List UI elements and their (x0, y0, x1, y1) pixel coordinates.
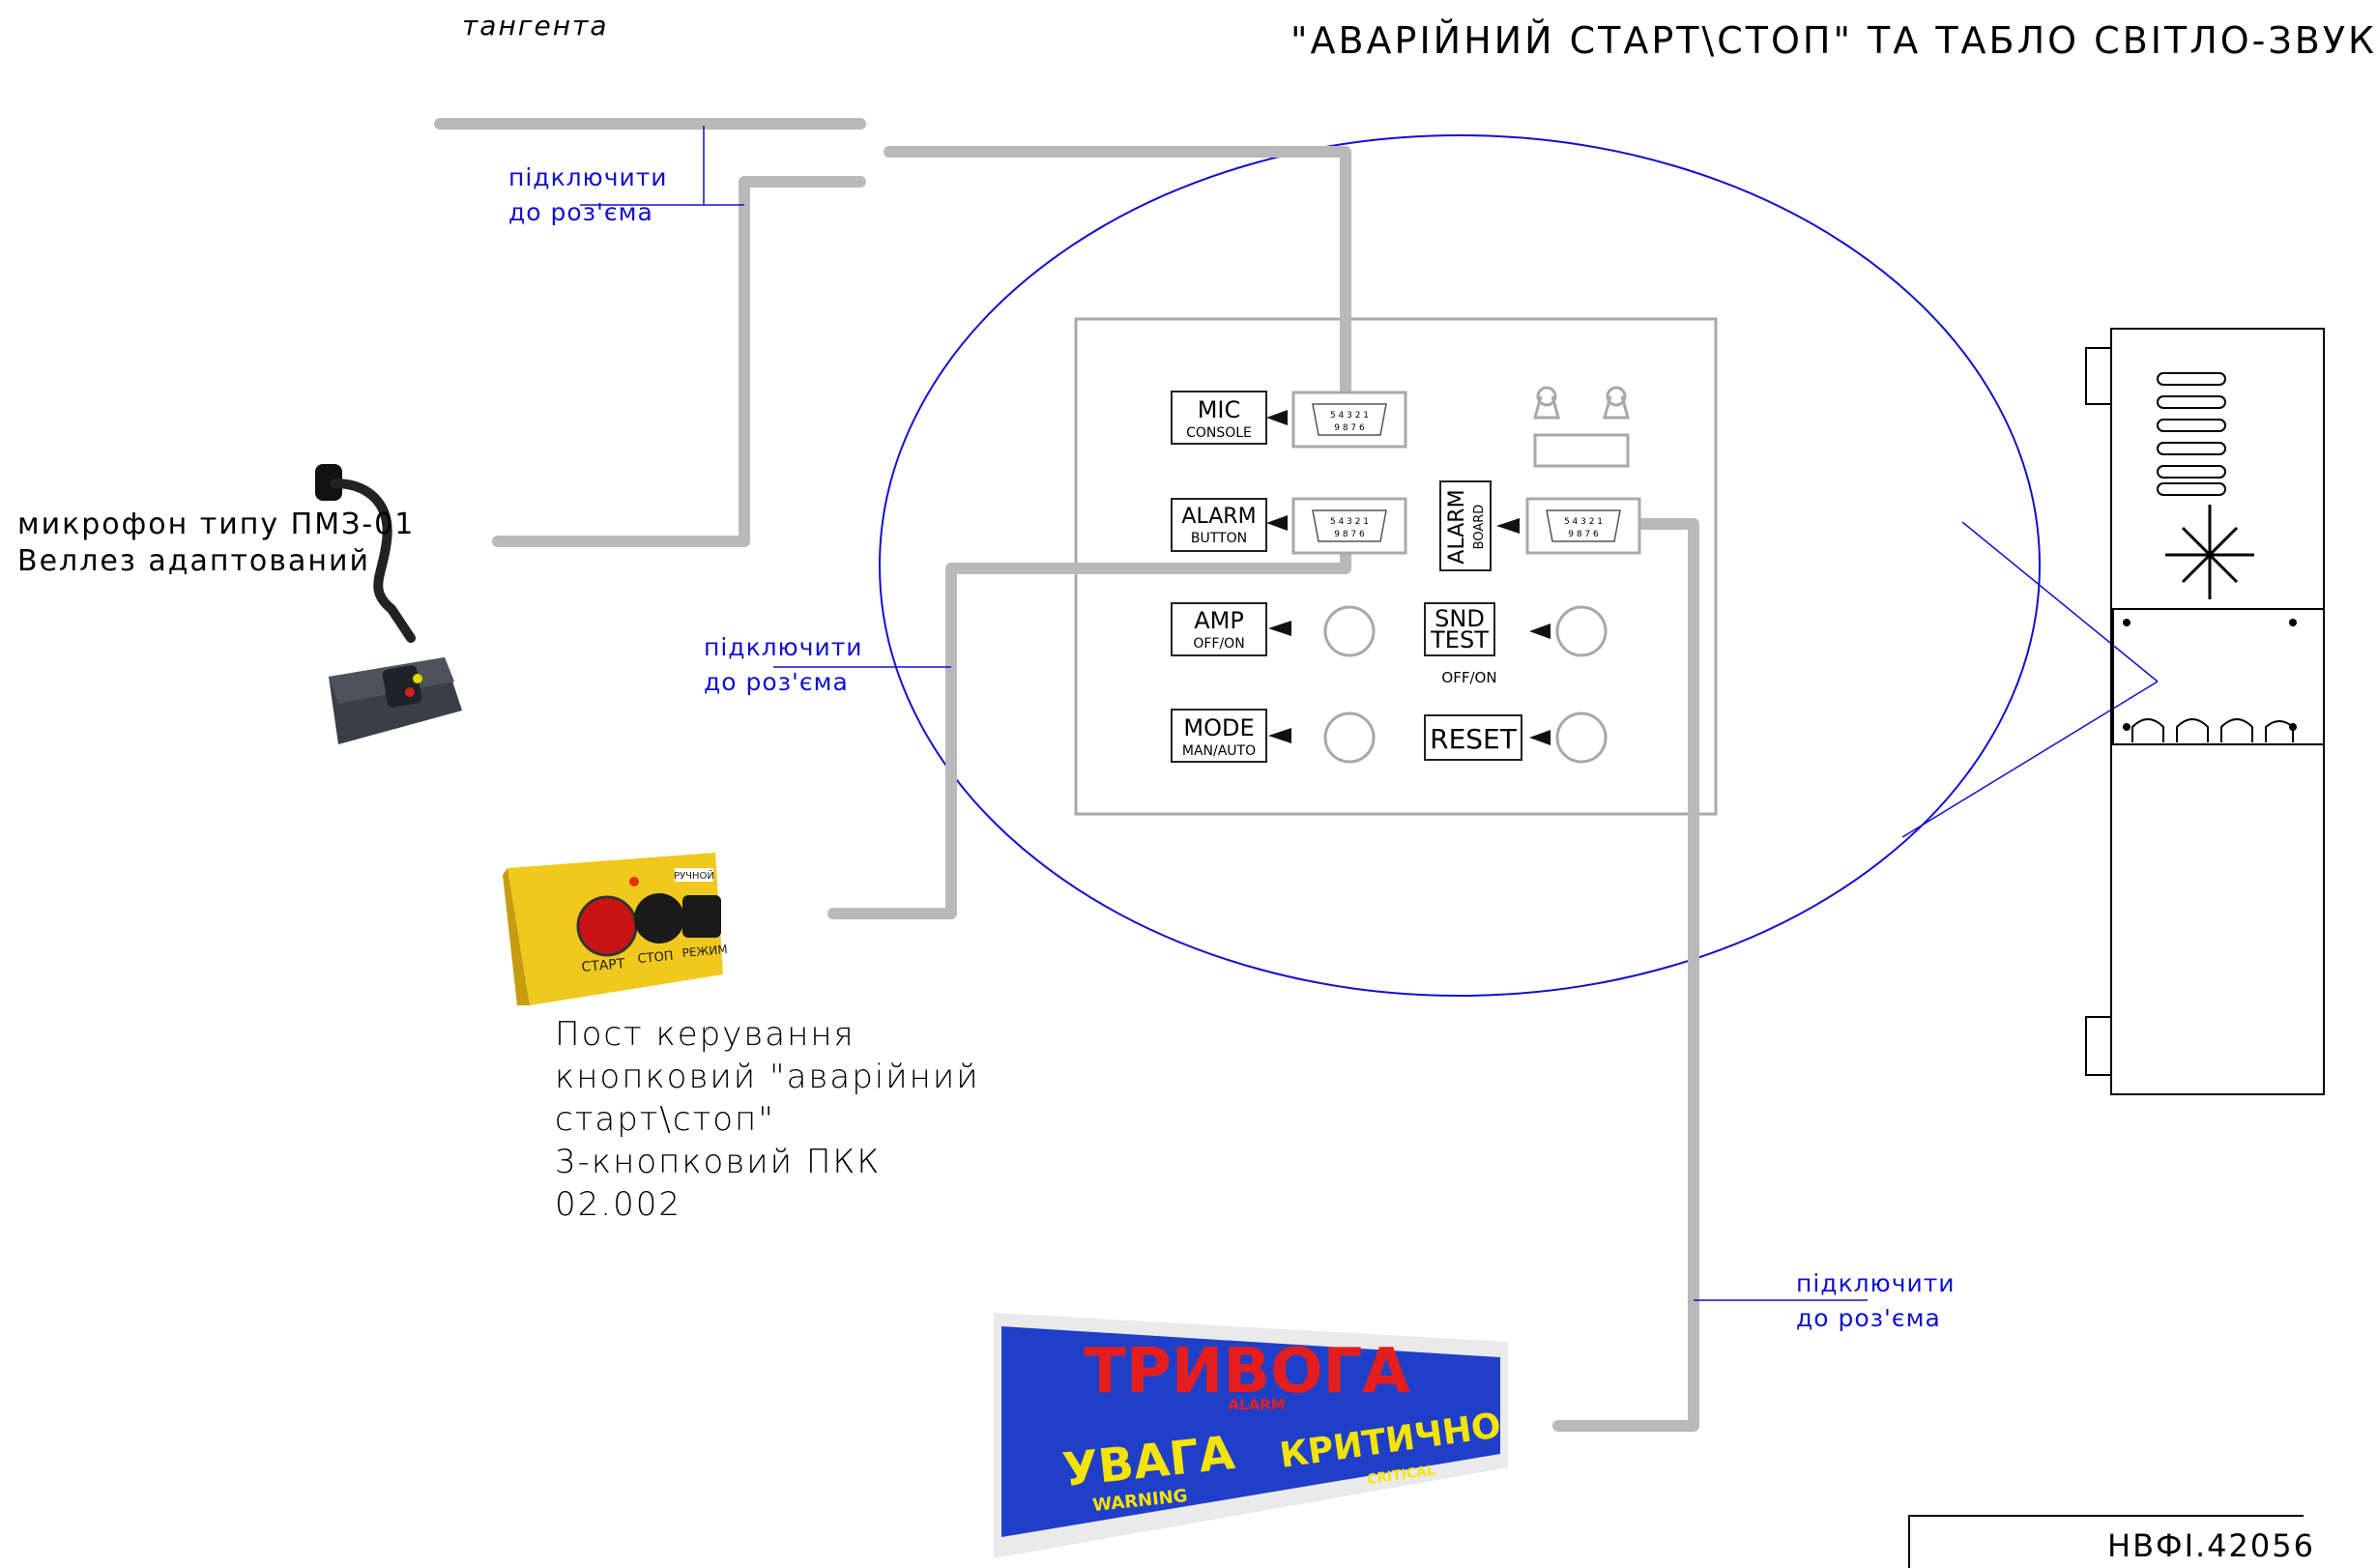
label-snd-test: SND TEST OFF/ON (1424, 602, 1551, 686)
db9-port-alarm-board: 5 4 3 2 1 9 8 7 6 (1525, 497, 1641, 555)
svg-text:TEST: TEST (1430, 626, 1489, 653)
cable-alarm-button (827, 526, 1351, 919)
svg-text:BUTTON: BUTTON (1191, 531, 1247, 546)
svg-text:CONSOLE: CONSOLE (1186, 425, 1252, 441)
svg-text:РУЧНОЙ: РУЧНОЙ (674, 869, 714, 882)
stamp-box (1908, 1515, 2304, 1568)
connect-note-1-line1: підключити (508, 163, 668, 191)
control-post-line3: старт\стоп" (555, 1100, 775, 1139)
reset-button[interactable] (1555, 711, 1608, 764)
cable-mic (492, 176, 866, 547)
svg-text:9 8 7 6: 9 8 7 6 (1334, 423, 1365, 433)
connect-note-2: підключити до роз'єма (704, 630, 863, 700)
label-alarm-board: ALARM BOARD (1439, 480, 1520, 571)
connect-note-2-line1: підключити (704, 633, 863, 661)
connect-note-1-line2: до роз'єма (508, 198, 653, 226)
tangenta-label: тангента (462, 10, 609, 42)
svg-text:5 4 3 2 1: 5 4 3 2 1 (1330, 411, 1369, 421)
svg-text:9 8 7 6: 9 8 7 6 (1334, 530, 1365, 539)
cable-mic-console (884, 146, 1351, 421)
db9-port-mic: 5 4 3 2 1 9 8 7 6 (1291, 391, 1407, 449)
svg-text:ТРИВОГА: ТРИВОГА (1084, 1336, 1410, 1408)
connector-plate (2112, 608, 2325, 745)
svg-text:RESET: RESET (1430, 723, 1518, 755)
callout-ellipse (879, 134, 2041, 997)
callout-leader-bottom (1901, 681, 2159, 838)
svg-text:ALARM: ALARM (1181, 505, 1256, 529)
svg-text:5 4 3 2 1: 5 4 3 2 1 (1330, 517, 1369, 527)
callout-leader-top (1961, 521, 2159, 682)
control-post-line4: 3-кнопковий ПКК (555, 1143, 882, 1181)
svg-text:9 8 7 6: 9 8 7 6 (1568, 530, 1599, 539)
svg-text:ALARM: ALARM (1228, 1396, 1285, 1413)
svg-text:СТАРТ: СТАРТ (581, 956, 626, 975)
microphone-caption-line1: микрофон типу ПМЗ-01 (17, 508, 416, 541)
microphone-caption-line2: Веллез адаптований (17, 544, 370, 578)
svg-text:SND: SND (1435, 605, 1485, 632)
mount-holes (1533, 386, 1630, 468)
speaker-grille (2157, 372, 2226, 496)
connect-note-1: підключити до роз'єма (508, 160, 668, 230)
svg-text:ALARM: ALARM (1445, 489, 1469, 564)
control-post-line1: Пост керування (555, 1015, 855, 1054)
connect-note-3-line2: до роз'єма (1796, 1304, 1941, 1332)
connect-note-3: підключити до роз'єма (1796, 1266, 1956, 1336)
microphone-image (315, 464, 462, 744)
svg-text:OFF/ON: OFF/ON (1193, 636, 1244, 652)
mode-toggle[interactable] (1323, 711, 1376, 764)
label-mic-console: MIC CONSOLE (1171, 391, 1288, 445)
svg-text:MAN/AUTO: MAN/AUTO (1182, 743, 1256, 759)
control-post-caption: Пост керування кнопковий "аварійний стар… (555, 1013, 980, 1226)
svg-text:MODE: MODE (1183, 714, 1254, 741)
svg-text:OFF/ON: OFF/ON (1441, 669, 1496, 686)
svg-text:BOARD: BOARD (1472, 505, 1487, 550)
cable-alarm-board (1552, 518, 1699, 1432)
db9-port-alarm-button: 5 4 3 2 1 9 8 7 6 (1291, 497, 1407, 555)
led-star (2165, 505, 2254, 599)
amp-toggle[interactable] (1323, 605, 1376, 657)
alarm-board-image: ТРИВОГА ALARM УВАГА WARNING КРИТИЧНО CRI… (994, 1313, 1508, 1558)
diagram-title: "АВАРІЙНИЙ СТАРТ\СТОП" ТА ТАБЛО СВІТЛО-З… (1290, 19, 2377, 62)
svg-text:MIC: MIC (1198, 396, 1241, 423)
svg-text:5 4 3 2 1: 5 4 3 2 1 (1564, 517, 1603, 527)
wiring-diagram: 5 4 3 2 1 9 8 7 6 5 4 3 2 1 9 8 7 6 5 4 … (315, 118, 2325, 1568)
device-housing (2085, 328, 2325, 1095)
label-reset: RESET (1424, 714, 1551, 761)
stamp-code: НВФІ.42056 (2107, 1527, 2315, 1564)
control-post-line2: кнопковий "аварійний (555, 1058, 980, 1096)
label-amp: AMP OFF/ON (1171, 602, 1291, 656)
svg-text:РЕЖИМ: РЕЖИМ (681, 943, 728, 960)
connect-note-3-line1: підключити (1796, 1269, 1956, 1297)
cables (434, 118, 1699, 1432)
label-alarm-button: ALARM BUTTON (1171, 498, 1288, 552)
control-post-line5: 02.002 (555, 1185, 681, 1224)
connect-note-2-line2: до роз'єма (704, 668, 849, 696)
microphone-caption: микрофон типу ПМЗ-01 Веллез адаптований (17, 507, 415, 580)
snd-test-toggle[interactable] (1555, 605, 1608, 657)
svg-text:СТОП: СТОП (637, 949, 674, 967)
svg-text:AMP: AMP (1194, 607, 1244, 634)
label-mode: MODE MAN/AUTO (1171, 709, 1291, 763)
control-post-image: РУЧНОЙ СТАРТ СТОП РЕЖИМ (503, 853, 728, 1005)
